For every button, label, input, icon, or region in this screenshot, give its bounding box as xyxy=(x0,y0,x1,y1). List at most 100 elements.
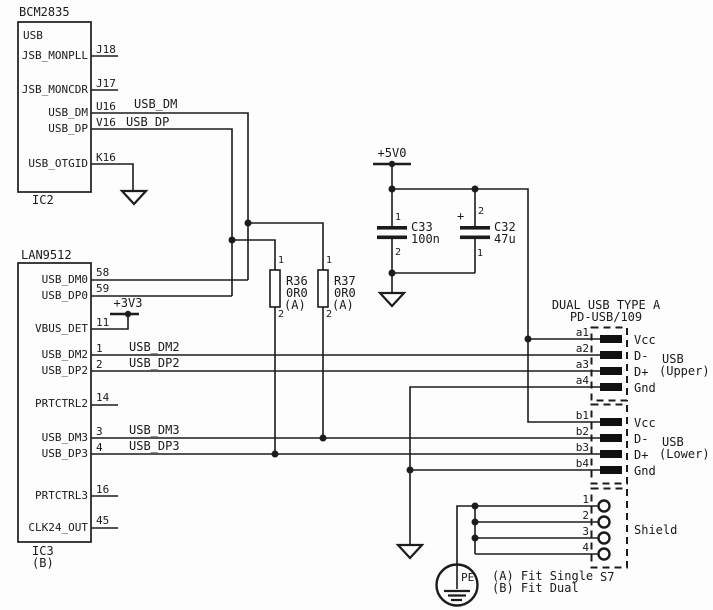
ic2-section-label: USB xyxy=(23,29,43,42)
ic3-pin-number: 1 xyxy=(96,342,103,355)
shield-pin-1: 1 xyxy=(582,493,589,506)
usb-upper-label2: (Upper) xyxy=(659,364,710,378)
ic3-pin-number: 16 xyxy=(96,483,110,496)
ic3-pin-name: USB_DM0 xyxy=(41,273,88,286)
wires xyxy=(91,55,600,589)
net-label-usb-dp3: USB_DP3 xyxy=(129,439,180,453)
pe-label: PE xyxy=(461,571,475,584)
fn-b3: D+ xyxy=(634,448,649,462)
c33-pin-bottom: 2 xyxy=(395,247,402,258)
pin-b4: b4 xyxy=(575,457,589,470)
ic3-part-label: LAN9512 xyxy=(21,248,72,262)
ic3-pin-name: USB_DP0 xyxy=(41,289,88,302)
c32-pin-bottom: 1 xyxy=(477,248,484,259)
r37-variant: (A) xyxy=(332,298,354,312)
connector-ref: S7 xyxy=(600,570,615,584)
ic2-ref-label: IC2 xyxy=(32,193,54,207)
ic3-pin-name: CLK24_OUT xyxy=(28,521,88,534)
pin-a1: a1 xyxy=(575,326,589,339)
ic3-pin-name: PRTCTRL3 xyxy=(35,489,88,502)
power-label-3v3: +3V3 xyxy=(113,296,143,310)
r36-variant: (A) xyxy=(284,298,306,312)
ic2-box xyxy=(17,21,92,193)
ic2-pin-number: K16 xyxy=(96,151,116,164)
fn-a3: D+ xyxy=(634,365,649,379)
ic2-pin-number: V16 xyxy=(96,116,116,129)
shield-pin-2: 2 xyxy=(582,509,589,522)
fn-a1: Vcc xyxy=(634,333,656,347)
pin-a2: a2 xyxy=(575,342,589,355)
shield-label: Shield xyxy=(634,523,678,537)
r36-pin2: 2 xyxy=(278,309,285,320)
usb-lower-label1: USB xyxy=(662,435,684,449)
note-fit-single: (A) Fit Single xyxy=(492,569,594,583)
ic2-pin-name: JSB_MONPLL xyxy=(21,49,88,62)
c33-pin-top: 1 xyxy=(395,212,402,223)
c33-value: 100n xyxy=(411,232,440,246)
r36-pin1: 1 xyxy=(278,255,285,266)
pin-b2: b2 xyxy=(575,425,589,438)
ic3-ref-label: IC3 xyxy=(32,544,54,558)
connector-pads xyxy=(600,335,622,474)
ic3-pin-name: USB_DM2 xyxy=(41,348,88,361)
r37-value: 0R0 xyxy=(334,286,356,300)
fn-b1: Vcc xyxy=(634,416,656,430)
net-label-usb-dm3: USB_DM3 xyxy=(129,423,180,437)
ground-icon xyxy=(119,189,425,560)
pe-earth-icon xyxy=(435,563,479,607)
fn-b2: D- xyxy=(634,432,649,446)
c32-pin-top: 2 xyxy=(478,206,485,217)
connector-title: DUAL USB TYPE A xyxy=(551,298,661,312)
power-label-5v0: +5V0 xyxy=(377,146,407,160)
ic3-pin-number: 3 xyxy=(96,425,103,438)
pin-a3: a3 xyxy=(575,358,589,371)
c32-value: 47u xyxy=(494,232,516,246)
usb-upper-label1: USB xyxy=(662,352,684,366)
net-label-usb-dm: USB_DM xyxy=(134,97,178,111)
resistor-r37-body xyxy=(317,269,329,308)
c32-ref: C32 xyxy=(494,220,516,234)
ic3-pin-name: USB_DP3 xyxy=(41,447,88,460)
ic3-pin-name: USB_DP2 xyxy=(41,364,88,377)
pin-b3: b3 xyxy=(575,441,589,454)
fn-a4: Gnd xyxy=(634,381,656,395)
ic3-variant-label: (B) xyxy=(32,556,54,570)
ic3-pin-number: 58 xyxy=(96,266,110,279)
note-fit-dual: (B) Fit Dual xyxy=(492,581,579,595)
resistor-r36-body xyxy=(269,269,281,308)
capacitor-c33-plates xyxy=(377,226,407,240)
shield-pin-circles xyxy=(597,499,611,561)
ic2-pin-name: USB_DP xyxy=(48,122,88,135)
ic3-pin-number: 11 xyxy=(96,316,110,329)
fn-a2: D- xyxy=(634,349,649,363)
ic3-pin-number: 2 xyxy=(96,358,103,371)
pin-b1: b1 xyxy=(575,409,589,422)
ic3-pin-number: 4 xyxy=(96,441,103,454)
net-label-usb-dm2: USB_DM2 xyxy=(129,340,180,354)
connector-upper-box xyxy=(590,326,628,402)
ic3-pin-number: 14 xyxy=(96,391,110,404)
connector-lower-box xyxy=(590,403,628,485)
ic2-pin-name: USB_OTGID xyxy=(28,157,88,170)
c33-ref: C33 xyxy=(411,220,433,234)
r36-value: 0R0 xyxy=(286,286,308,300)
ic3-pin-name: VBUS_DET xyxy=(35,322,88,335)
ic2-pin-number: U16 xyxy=(96,100,116,113)
r37-pin2: 2 xyxy=(326,309,333,320)
ic3-pin-name: USB_DM3 xyxy=(41,431,88,444)
ic2-pin-name: USB_DM xyxy=(48,106,88,119)
usb-lower-label2: (Lower) xyxy=(659,447,710,461)
connector-part: PD-USB/109 xyxy=(569,310,643,324)
shield-pin-4: 4 xyxy=(582,541,589,554)
connector-shield-box xyxy=(590,487,628,569)
ic3-pin-number: 59 xyxy=(96,282,110,295)
r37-ref: R37 xyxy=(334,274,356,288)
ic3-pin-number: 45 xyxy=(96,514,110,527)
shield-pin-3: 3 xyxy=(582,525,589,538)
ic3-pin-name: PRTCTRL2 xyxy=(35,397,88,410)
r36-ref: R36 xyxy=(286,274,308,288)
ic2-pin-name: JSB_MONCDR xyxy=(21,83,88,96)
ic3-box xyxy=(17,262,92,543)
net-label-usb-dp: USB_DP xyxy=(126,115,170,129)
